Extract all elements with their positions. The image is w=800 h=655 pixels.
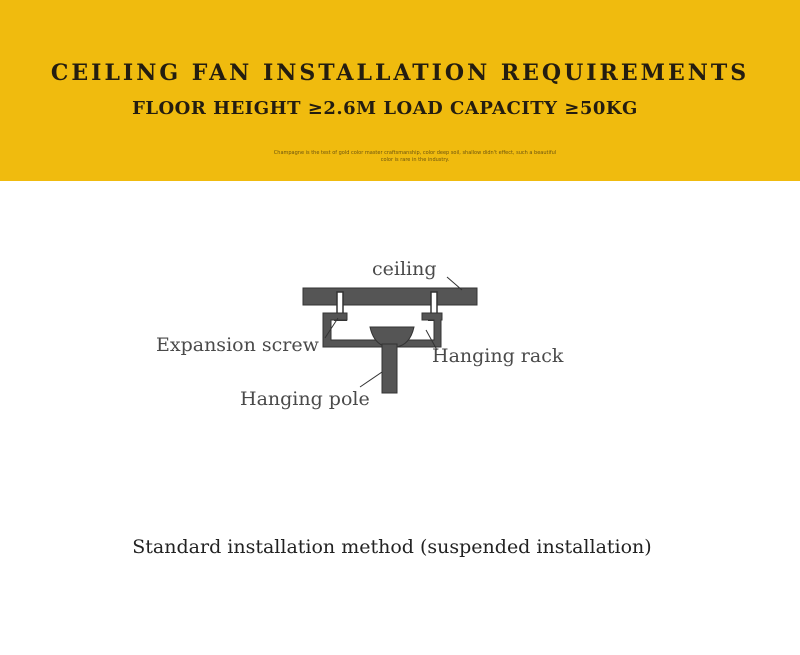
label-hanging-pole: Hanging pole (240, 388, 370, 410)
leader-hanging-rack (425, 329, 438, 351)
ceiling-slab (302, 287, 478, 306)
banner-title: CEILING FAN INSTALLATION REQUIREMENTS (50, 60, 750, 86)
label-ceiling: ceiling (372, 258, 437, 280)
label-hanging-rack: Hanging rack (432, 345, 564, 367)
banner-small-text: Champagne is the test of gold color mast… (273, 150, 557, 163)
leader-hanging-pole (359, 371, 383, 388)
caption: Standard installation method (suspended … (132, 536, 652, 558)
label-expansion-screw: Expansion screw (156, 334, 319, 356)
header-banner: CEILING FAN INSTALLATION REQUIREMENTS FL… (0, 0, 800, 181)
leader-expansion-screw (324, 317, 339, 339)
hanging-pole (381, 343, 398, 394)
banner-subtitle: FLOOR HEIGHT ≥2.6M LOAD CAPACITY ≥50KG (132, 98, 638, 119)
leader-ceiling (446, 276, 463, 291)
